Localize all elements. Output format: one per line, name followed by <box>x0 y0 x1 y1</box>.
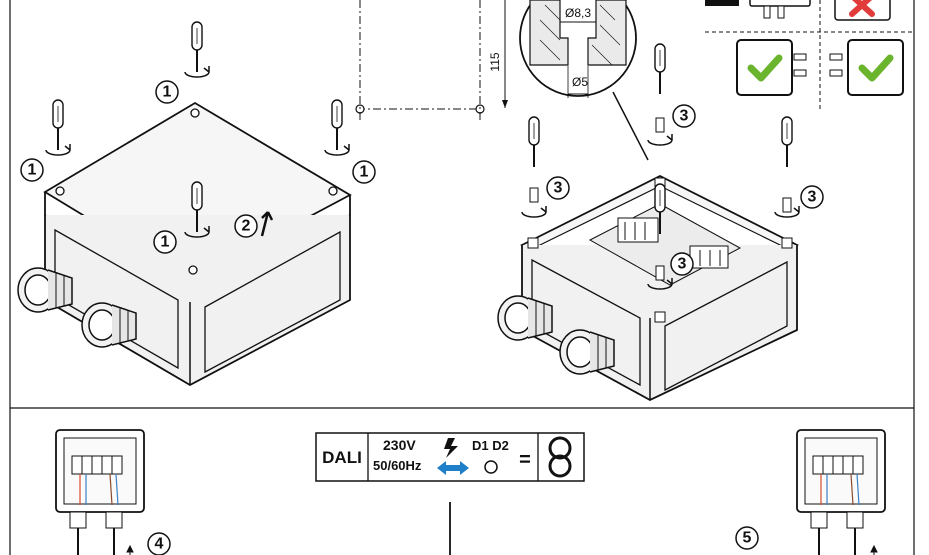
screwdriver-icon <box>781 116 793 168</box>
outer-frame <box>9 0 915 555</box>
terminal-ring-icon <box>484 460 498 474</box>
hole-large-label: Ø8,3 <box>565 6 591 20</box>
screw-icon <box>529 117 792 281</box>
screwdriver-icon <box>331 99 343 151</box>
wiring-enclosure-left <box>55 429 145 555</box>
enclosure-left <box>17 101 352 387</box>
cable-gland-icon <box>497 295 553 341</box>
cable-gland-icon <box>763 5 785 19</box>
step-badge: 3 <box>800 185 824 209</box>
step-number: 1 <box>161 234 170 251</box>
rotate-arrow-icon <box>521 205 547 218</box>
height-dimension-label: 115 <box>488 52 502 71</box>
step-badge: 1 <box>352 160 376 184</box>
terminals-label: D1 D2 <box>472 438 509 453</box>
screwdriver-icon <box>191 21 203 73</box>
step-number: 3 <box>554 180 563 197</box>
step-number: 1 <box>360 164 369 181</box>
hole-detail: Ø8,3 Ø5 <box>519 0 649 161</box>
check-mark-icon <box>737 40 792 95</box>
step-badge: 1 <box>20 158 44 182</box>
step-number: 3 <box>680 108 689 125</box>
hole-small-label: Ø5 <box>572 75 588 89</box>
step-badge: 4 <box>147 532 171 555</box>
screwdriver-icon <box>52 99 64 151</box>
frequency-label: 50/60Hz <box>373 458 422 473</box>
equals-sign: = <box>519 449 531 471</box>
lightning-icon <box>444 438 458 458</box>
step-badge: 3 <box>672 104 696 128</box>
step-badge: 5 <box>735 526 759 550</box>
cable-gland-icon <box>81 302 137 348</box>
voltage-label: 230V <box>383 437 416 453</box>
enclosure-right <box>497 174 800 402</box>
wiring-enclosure-right <box>796 429 886 555</box>
dali-spec-panel: DALI 230V 50/60Hz D1 D2 = <box>315 432 585 482</box>
step-number: 3 <box>678 256 687 273</box>
step-number: 2 <box>242 218 251 235</box>
step-badge: 1 <box>155 80 179 104</box>
screwdriver-icon <box>654 43 666 95</box>
step-badge: 3 <box>546 176 570 200</box>
cable-gland-icon <box>793 53 807 77</box>
step-number: 1 <box>163 84 172 101</box>
step-badge: 2 <box>234 214 258 238</box>
cross-mark-icon <box>849 0 875 17</box>
step-number: 4 <box>155 536 164 553</box>
cable-gland-icon <box>17 267 73 313</box>
screwdriver-icon <box>528 116 540 168</box>
step-number: 5 <box>743 530 752 547</box>
rotate-arrow-icon <box>647 133 673 146</box>
mounting-dimension: 115 <box>355 0 508 120</box>
step-badge: 1 <box>153 230 177 254</box>
step-number: 3 <box>808 189 817 206</box>
orientation-panel <box>705 0 914 110</box>
step-number: 1 <box>28 162 37 179</box>
check-mark-icon <box>848 40 903 95</box>
cable-gland-icon <box>829 53 843 77</box>
cable-gland-icon <box>559 329 615 375</box>
double-arrow-icon <box>437 461 469 475</box>
step-badge: 3 <box>670 252 694 276</box>
protocol-label: DALI <box>322 448 362 467</box>
up-arrow-icon <box>260 211 274 237</box>
double-insulation-icon <box>548 436 572 478</box>
